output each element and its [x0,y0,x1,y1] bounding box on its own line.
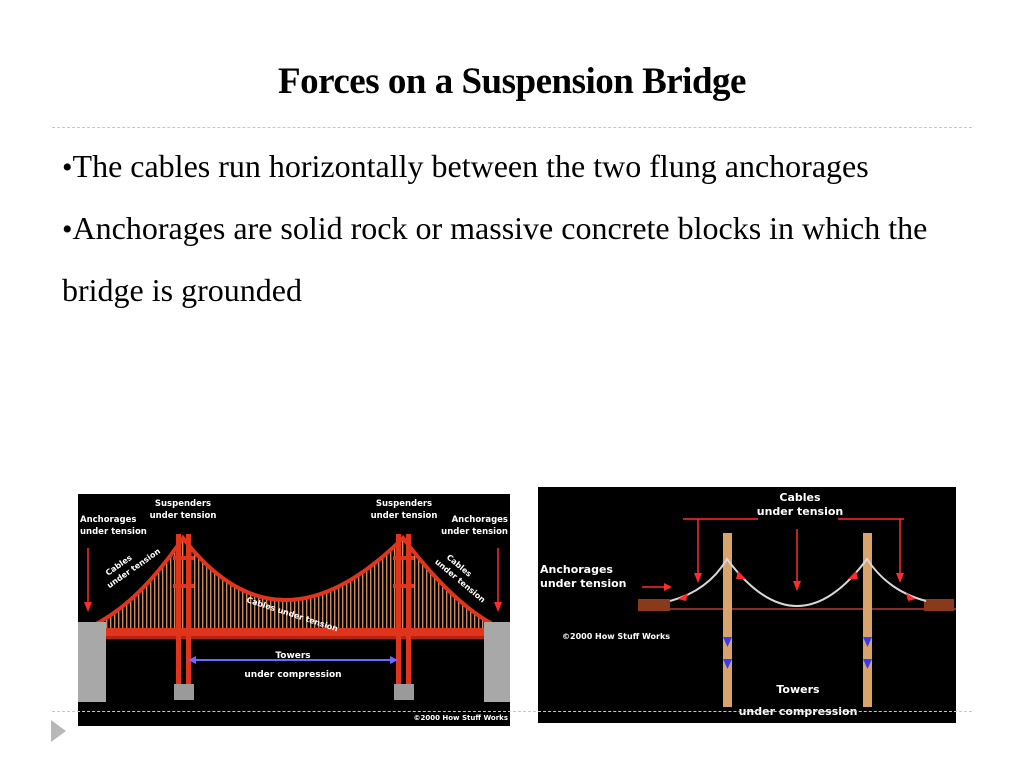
bullet-item-2: •Anchorages are solid rock or massive co… [62,198,962,321]
bullet-item-1: •The cables run horizontally between the… [62,136,962,198]
bullet-dot: • [62,213,73,246]
slide-title: Forces on a Suspension Bridge [278,61,746,102]
title-divider [52,127,972,128]
label-copyright: ©2000 How Stuff Works [413,714,508,722]
bullet-dot: • [62,151,73,184]
play-triangle-icon [51,720,66,742]
footer-divider [52,711,972,712]
label-copyright: ©2000 How Stuff Works [562,632,670,641]
bullet-text: The cables run horizontally between the … [72,148,869,184]
bullet-text: Anchorages are solid rock or massive con… [62,210,928,308]
bullet-list: •The cables run horizontally between the… [62,136,962,321]
